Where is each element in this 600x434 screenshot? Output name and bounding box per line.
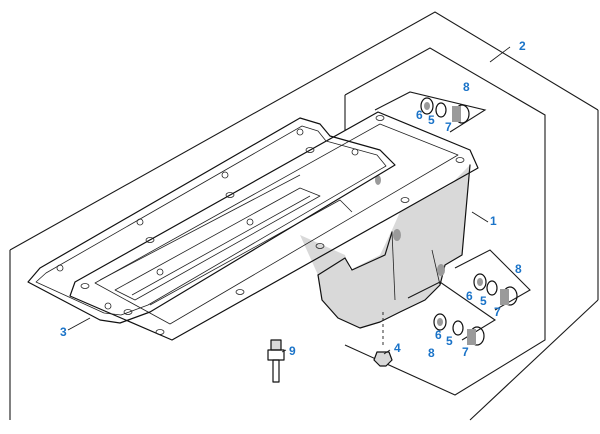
callout-7-middle: 7: [494, 305, 501, 319]
plug-kit-middle: [454, 249, 531, 311]
oil-pan: [69, 111, 479, 341]
callout-6-lower: 6: [435, 328, 442, 342]
callout-8-upper: 8: [463, 80, 470, 94]
leader-lines: [67, 46, 511, 355]
callout-5-lower: 5: [446, 334, 453, 348]
callout-7-lower: 7: [462, 345, 469, 359]
plug-kit-lower: [407, 281, 497, 346]
callout-5-middle: 5: [480, 294, 487, 308]
callout-5-upper: 5: [428, 113, 435, 127]
callout-labels: 2 1 3 4 9 8 6 5 7 8 6 5 7 8 6 5 7: [60, 39, 526, 360]
callout-6-middle: 6: [466, 289, 473, 303]
callout-9: 9: [289, 344, 296, 358]
drain-plug: [373, 312, 393, 367]
callout-1: 1: [490, 214, 497, 228]
plug-kit-upper: [374, 91, 487, 133]
callout-2: 2: [519, 39, 526, 53]
callout-7-upper: 7: [445, 120, 452, 134]
flange-bolt-holes: [80, 115, 465, 335]
oil-level-sensor: [267, 339, 285, 383]
callout-4: 4: [394, 341, 401, 355]
oil-pan-gasket: [27, 117, 396, 324]
callout-3: 3: [60, 325, 67, 339]
assembly-bracket-2: [9, 11, 599, 421]
callout-8-lower: 8: [428, 346, 435, 360]
callout-6-upper: 6: [416, 108, 423, 122]
assembly-bracket-1: [344, 47, 546, 396]
callout-8-middle: 8: [515, 262, 522, 276]
